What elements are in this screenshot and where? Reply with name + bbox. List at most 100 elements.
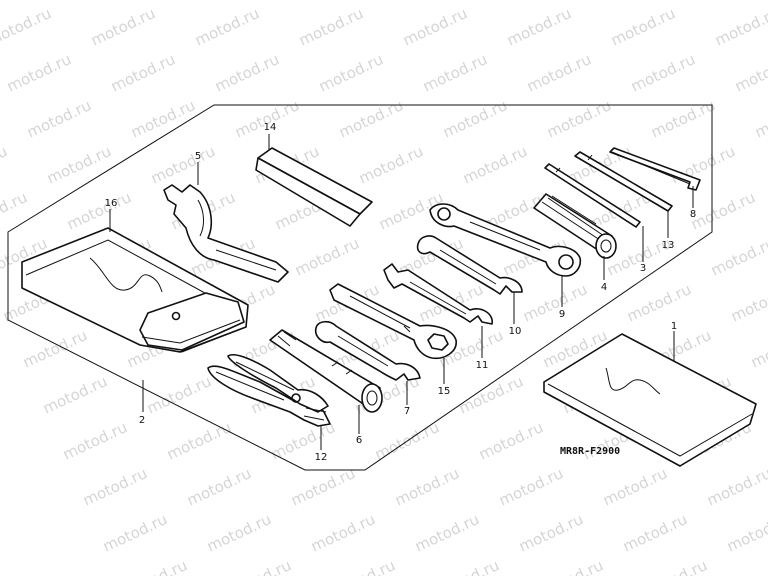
hex-wrench [609,147,701,191]
watermark-text: motod.ru [164,418,234,463]
watermark-text: motod.ru [4,50,74,95]
watermark-text: motod.ru [336,96,406,141]
watermark-text: motod.ru [148,142,218,187]
callout-14: 14 [264,122,277,133]
watermark-text: motod.ru [40,372,110,417]
callout-11: 11 [476,360,489,371]
watermark-text: motod.ru [60,418,130,463]
callouts: 1 2 3 4 5 6 7 8 9 10 11 12 13 14 15 16 [105,122,697,463]
open-end-wrench-11 [383,263,493,325]
watermark-text: motod.ru [748,326,768,371]
open-end-wrench-7 [314,320,421,381]
watermark-text: motod.ru [276,0,346,4]
watermark-text: motod.ru [308,510,378,555]
watermark-text: motod.ru [100,510,170,555]
watermark-text: motod.ru [144,372,214,417]
watermark-text: motod.ru [708,234,768,279]
watermark-text: motod.ru [624,280,694,325]
plug-wrench [269,329,383,413]
watermark-text: motod.ru [224,556,294,576]
watermark-text: motod.ru [460,142,530,187]
watermark-text: motod.ru [400,4,470,49]
watermark-text: motod.ru [516,510,586,555]
watermark-text: motod.ru [128,96,198,141]
callout-4: 4 [601,282,607,293]
watermark-text: motod.ru [0,4,54,49]
watermark-text: motod.ru [44,142,114,187]
box-end-wrench [329,283,457,360]
watermark-text: motod.ru [0,188,30,233]
watermark-text: motod.ru [232,96,302,141]
callout-8: 8 [690,209,696,220]
watermark-text: motod.ru [120,556,190,576]
watermark-text: motod.ru [752,96,768,141]
watermark-text: motod.ru [380,0,450,4]
watermark-text: motod.ru [728,280,768,325]
callout-9: 9 [559,309,565,320]
watermark-text: motod.ru [68,0,138,4]
hook-spanner [163,184,289,283]
watermark-text: motod.ru [536,556,606,576]
watermark-text: motod.ru [504,4,574,49]
callout-10: 10 [509,326,522,337]
diagram-code: MR8R-F2900 [560,446,620,457]
watermark-text: motod.ru [0,0,34,4]
watermark-text: motod.ru [704,464,768,509]
watermark-text: motod.ru [744,556,768,576]
watermark-text: motod.ru [476,418,546,463]
watermark-text: motod.ru [64,188,134,233]
watermark-text: motod.ru [108,50,178,95]
watermark-text: motod.ru [204,510,274,555]
combination-wrench [429,203,582,277]
tool-bag [21,227,249,353]
watermark-text: motod.ru [484,0,554,4]
callout-12: 12 [315,452,328,463]
watermark-text: motod.ru [392,464,462,509]
watermark-text: motod.ru [724,510,768,555]
owners-manual [543,333,757,467]
watermark-text: motod.ru [712,4,768,49]
callout-6: 6 [356,435,362,446]
watermark-text: motod.ru [520,280,590,325]
watermark-text: motod.ru [420,50,490,95]
watermark-text: motod.ru [648,96,718,141]
watermark-text: motod.ru [328,556,398,576]
watermark-text: motod.ru [412,510,482,555]
watermark-text: motod.ru [628,50,698,95]
callout-16: 16 [105,198,118,209]
grip-rubber [255,147,373,227]
watermark-text: motod.ru [184,464,254,509]
screwdriver-shaft [574,151,673,212]
watermark-text: motod.ru [356,142,426,187]
callout-15: 15 [438,386,451,397]
callout-1: 1 [671,321,677,332]
leader-lines [109,134,694,450]
watermark-text: motod.ru [0,142,10,187]
open-end-wrench-10 [416,235,523,295]
watermark-text: motod.ru [172,0,242,4]
watermark-text: motod.ru [432,556,502,576]
watermark-text: motod.ru [640,556,710,576]
watermark-text: motod.ru [608,4,678,49]
assembly-boundary [7,104,713,471]
watermark-text: motod.ru [80,464,150,509]
watermark-text: motod.ru [524,50,594,95]
watermark-text: motod.ru [732,50,768,95]
watermark-text: motod.ru [456,372,526,417]
callout-2: 2 [139,415,145,426]
watermark-text: motod.ru [544,96,614,141]
watermark-text: motod.ru [668,142,738,187]
watermark-text: motod.ru [192,4,262,49]
watermark-text: motod.ru [296,4,366,49]
watermark-text: motod.ru [24,96,94,141]
watermark-text: motod.ru [692,0,762,4]
watermark-text: motod.ru [588,0,658,4]
watermark-text: motod.ru [212,50,282,95]
watermark-text: motod.ru [620,510,690,555]
watermark-text: motod.ru [88,4,158,49]
callout-3: 3 [640,263,646,274]
watermark-text: motod.ru [600,464,670,509]
pliers [207,354,331,427]
